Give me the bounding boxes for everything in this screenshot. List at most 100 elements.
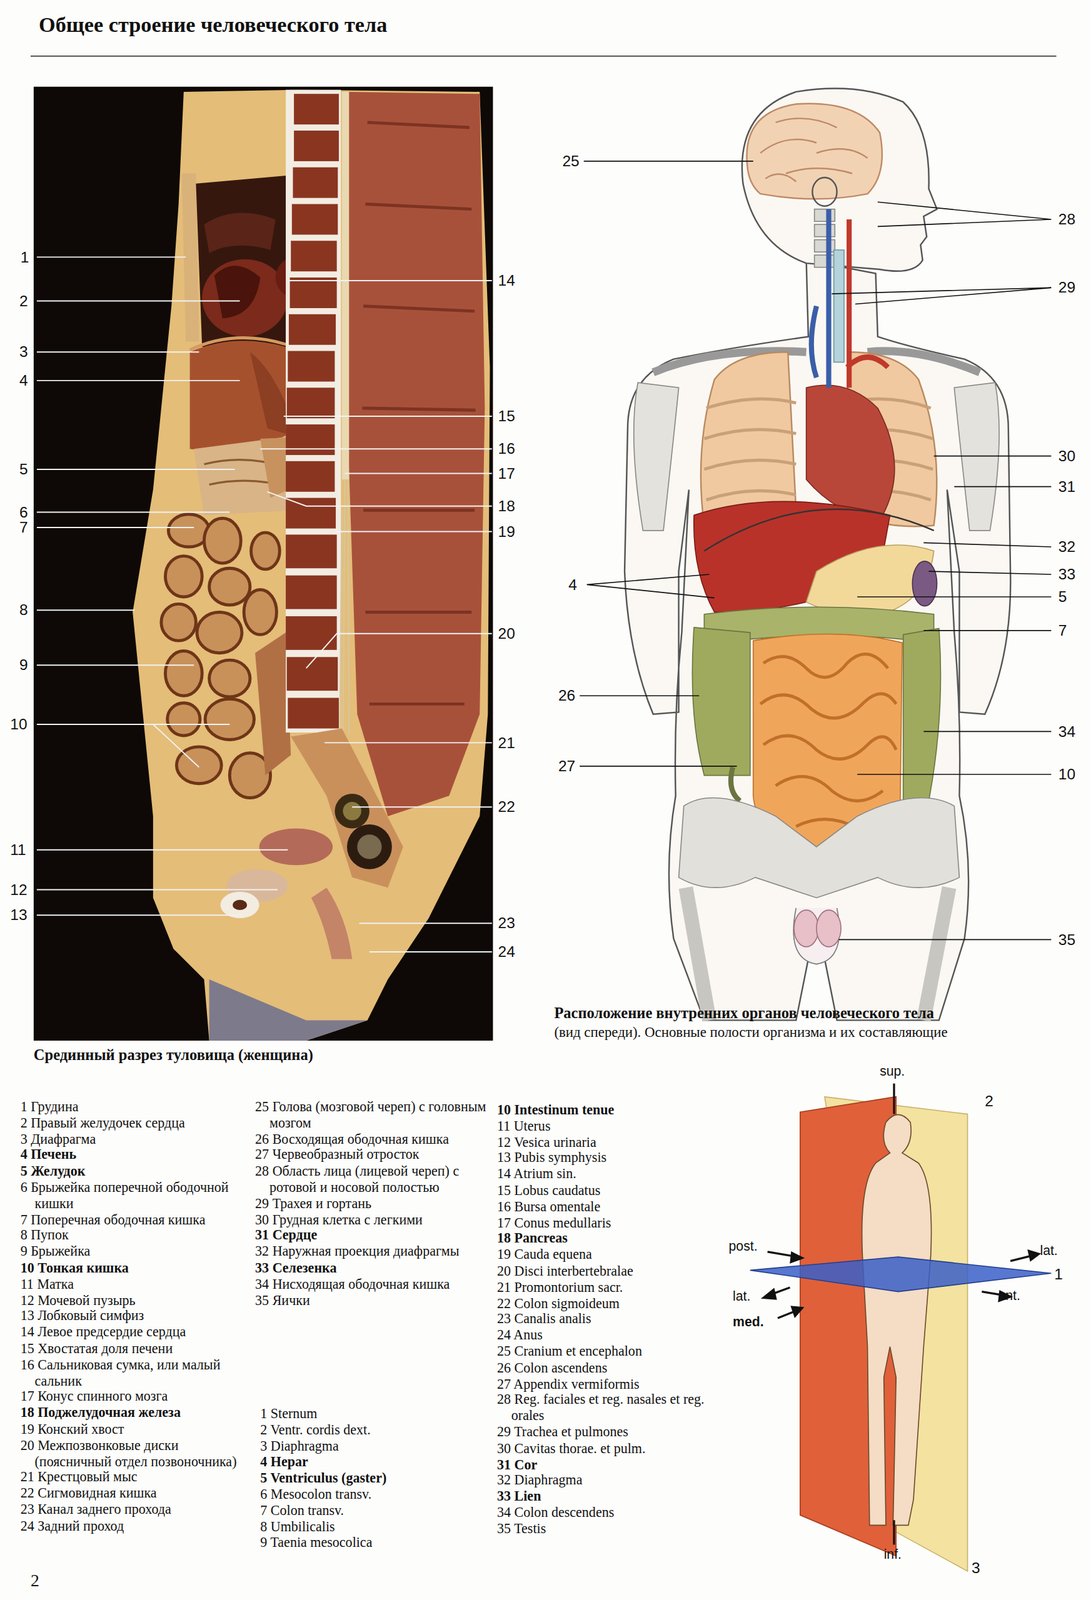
legend-entry: 21 Promontorium sacr.	[497, 1279, 717, 1297]
legend-entry: 34 Нисходящая ободочная кишка	[255, 1276, 488, 1293]
legend-list: 1 Sternum2 Ventr. cordis dext.3 Diaphrag…	[260, 1406, 490, 1552]
callout-number: 4	[19, 371, 29, 389]
illustration-part	[928, 571, 1051, 575]
illustration-part	[334, 794, 370, 830]
illustration-part	[814, 255, 836, 268]
illustration-part	[341, 91, 349, 480]
illustration-part	[286, 387, 336, 419]
illustration-part	[812, 177, 837, 207]
legend-entry: 28 Область лица (лицевой череп) с ротово…	[255, 1163, 488, 1197]
illustration-part	[167, 703, 201, 736]
legend-entry: 13 Pubis symphysis	[497, 1150, 717, 1167]
callout-number: 7	[1058, 621, 1068, 639]
legend-entry: 8 Пупок	[20, 1227, 254, 1245]
figure-caption: (вид спереди). Основные полости организм…	[553, 1024, 1065, 1041]
legend-entry: 14 Atrium sin.	[497, 1166, 717, 1183]
illustration-part	[255, 632, 291, 776]
legend-entry: 18 Поджелудочная железа	[20, 1405, 254, 1422]
legend-entry: 32 Diaphragma	[497, 1473, 717, 1490]
legend-entry: 20 Disci interbertebralae	[497, 1263, 717, 1280]
legend-entry: 26 Восходящая ободочная кишка	[255, 1131, 488, 1148]
illustration-part	[311, 887, 352, 960]
illustration-part	[892, 1084, 895, 1115]
illustration-part	[742, 88, 938, 271]
legend-entry: 3 Diaphragma	[260, 1438, 490, 1455]
illustration-part	[214, 265, 261, 319]
illustration-part	[33, 86, 494, 1041]
illustration-part	[288, 314, 336, 346]
callout-number: 12	[10, 880, 27, 899]
illustration-part	[579, 765, 737, 768]
legend-entry: 6 Брыжейка поперечной ободочной кишки	[20, 1179, 254, 1213]
legend-entry: 24 Задний проход	[20, 1518, 254, 1535]
illustration-part	[232, 900, 247, 911]
illustration-part	[285, 461, 335, 493]
legend-entry: 21 Крестцовый мыс	[20, 1469, 254, 1487]
illustration-part	[291, 203, 338, 235]
illustration-part	[203, 212, 276, 253]
illustration-part	[190, 337, 289, 350]
legend-entry: 33 Селезенка	[255, 1260, 488, 1277]
illustration-part	[839, 939, 1052, 941]
illustration-part	[36, 256, 493, 953]
illustration-part	[857, 596, 1051, 598]
legend-entry: 6 Mesocolon transv.	[260, 1486, 490, 1504]
legend-entry: 25 Cranium et encephalon	[497, 1344, 717, 1361]
illustration-part	[293, 130, 339, 162]
illustration-part	[195, 175, 288, 347]
legend-entry: 16 Сальниковая сумка, или малый сальник	[20, 1357, 254, 1390]
illustration-part	[750, 1257, 1052, 1293]
plane-label: sup.	[879, 1063, 905, 1079]
legend-entry: 2 Правый желудочек сердца	[20, 1115, 254, 1132]
illustration-part	[30, 55, 1057, 57]
illustration-part	[346, 824, 393, 870]
illustration-part	[877, 201, 1052, 227]
illustration-part	[814, 209, 836, 268]
illustration-part	[816, 910, 841, 948]
legend-entry: 7 Colon transv.	[260, 1503, 490, 1520]
illustration-part	[33, 256, 37, 916]
legend-entry: 12 Vesica urinaria	[497, 1134, 717, 1152]
legend-entry: 12 Мочевой пузырь	[20, 1292, 254, 1310]
page-title: Общее строение человеческого тела	[38, 12, 388, 39]
callout-number: 2	[19, 291, 29, 310]
callout-number: 33	[1058, 565, 1076, 583]
illustration-part	[285, 93, 339, 729]
illustration-part	[220, 892, 260, 919]
illustration-part	[287, 698, 339, 730]
callout-number: 5	[19, 460, 29, 478]
legend-entry: 30 Cavitas thorae. et pulm.	[497, 1441, 717, 1458]
illustration-part	[730, 767, 741, 802]
legend-entry: 10 Тонкая кишка	[20, 1260, 254, 1277]
illustration-part	[763, 1084, 1040, 1546]
legend-entry: 26 Colon ascendens	[497, 1360, 717, 1377]
illustration-part	[285, 575, 337, 610]
illustration-part	[259, 829, 334, 866]
illustration-part	[209, 979, 368, 1041]
illustration-part	[161, 603, 197, 641]
illustration-part	[814, 224, 836, 237]
illustration-part	[923, 731, 1051, 733]
callout-number: 5	[1058, 587, 1068, 606]
legend-entry: 18 Pancreas	[497, 1231, 717, 1248]
illustration-part	[811, 209, 830, 389]
callout-number: 11	[10, 840, 26, 859]
illustration-part	[692, 627, 750, 776]
illustration-part	[831, 287, 1051, 304]
callout-number: 14	[498, 271, 516, 289]
callout-number: 8	[19, 600, 29, 619]
callout-number: 3	[19, 342, 29, 361]
legend-list: 1 Грудина2 Правый желудочек сердца3 Диаф…	[20, 1099, 254, 1535]
legend-entry: 29 Трахея и гортань	[255, 1196, 488, 1213]
plane-label: lat.	[1039, 1242, 1058, 1258]
callout-number: 32	[1058, 537, 1076, 556]
callout-number: 10	[1058, 765, 1076, 783]
illustration-part	[285, 90, 341, 733]
plane-label: ant.	[997, 1287, 1020, 1303]
legend-entry: 35 Testis	[497, 1521, 717, 1538]
illustration-part	[287, 351, 335, 383]
legend-entry: 32 Наружная проекция диафрагмы	[255, 1244, 488, 1261]
callout-number: 19	[498, 522, 516, 541]
legend-entry: 4 Hepar	[260, 1454, 490, 1472]
illustration-part	[678, 798, 960, 899]
